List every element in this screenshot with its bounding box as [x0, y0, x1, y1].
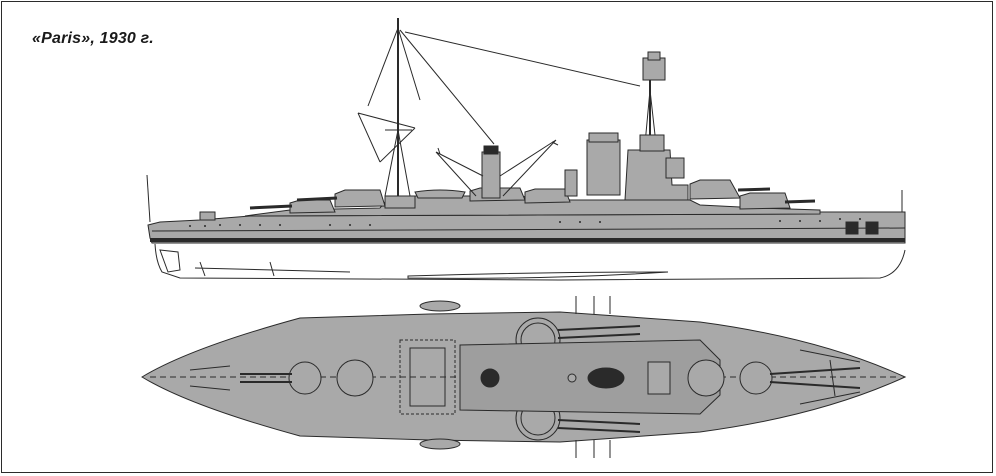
funnel-fore-plan: [587, 367, 625, 389]
boat-bottom: [419, 438, 461, 450]
propeller-shaft: [194, 261, 351, 277]
turret-fore-2-gun: [784, 199, 816, 204]
bridge-wing: [639, 134, 665, 152]
crane-left: [435, 147, 484, 197]
boat-top: [419, 300, 461, 312]
crane-right: [499, 139, 559, 197]
turret-fore-plan-guns: [769, 367, 861, 389]
conning-tower: [665, 157, 685, 179]
turret-midship-2: [524, 188, 571, 204]
deckhouse-aft: [384, 195, 416, 209]
funnel-aft-cap: [483, 145, 499, 155]
bilge-keel: [407, 271, 669, 279]
side-profile-view: [146, 18, 906, 281]
turret-aft-plan-guns: [240, 373, 292, 383]
portholes: [189, 218, 861, 227]
bridge-plan: [647, 361, 671, 395]
boat-skid: [399, 339, 456, 415]
boot-topping-stripe: [150, 238, 905, 242]
funnel-fore: [586, 139, 621, 196]
stern-details: [189, 365, 231, 391]
funnel-aft: [481, 151, 501, 199]
rangefinder-top: [647, 51, 661, 61]
stern-jackstaff: [146, 174, 151, 223]
anchor-right: [865, 221, 879, 235]
deckhouse-stern: [199, 211, 216, 221]
booms-top: [575, 296, 611, 314]
deck-line: [151, 227, 906, 232]
turret-rear-2-gun: [296, 196, 338, 202]
fire-control-top: [642, 57, 666, 81]
anchor-left: [845, 221, 859, 235]
turret-rear-1-gun: [249, 204, 293, 210]
plan-view: [141, 296, 907, 458]
turret-fore-2: [739, 192, 791, 210]
bow-details: [799, 349, 861, 405]
bridge-structure: [624, 149, 689, 201]
boat-skid-2: [409, 347, 446, 407]
turret-fore-1: [689, 179, 741, 200]
funnel-aft-plan: [480, 368, 500, 388]
turret-rear-2: [334, 189, 386, 208]
wing-guns-top: [557, 325, 641, 339]
mainmast-yard: [357, 112, 416, 163]
underwater-hull-outline: [154, 243, 906, 281]
boat-deck: [414, 189, 466, 199]
wing-guns-bottom: [557, 419, 641, 433]
deckhouse-funnel: [564, 169, 578, 197]
turret-rear-1: [289, 199, 336, 214]
turret-fore-1-gun: [737, 187, 771, 192]
booms-bottom: [575, 440, 611, 458]
turret-aft-plan-1: [288, 361, 322, 395]
mainmast-rigging: [367, 27, 641, 145]
ship-caption: «Paris», 1930 г.: [32, 30, 154, 47]
turret-fore-plan-2: [739, 361, 773, 395]
mast-plan: [567, 373, 577, 383]
funnel-fore-cap: [588, 132, 619, 143]
turret-aft-plan-2: [336, 359, 374, 397]
turret-fore-plan-1: [687, 359, 725, 397]
rudder: [159, 249, 181, 273]
